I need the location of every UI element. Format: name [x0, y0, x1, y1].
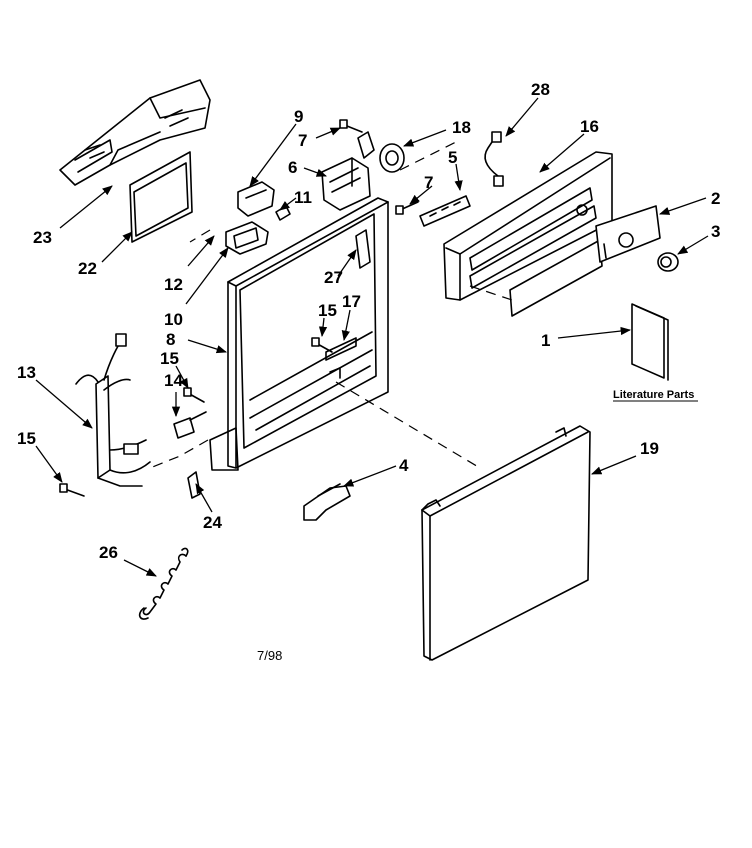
leader-lines — [35, 97, 709, 577]
screw-7-upper — [339, 119, 363, 133]
part-14-switch — [173, 411, 207, 439]
callout-10: 10 — [164, 310, 183, 329]
screw-7-lower — [395, 201, 419, 215]
part-8-door-frame — [209, 197, 389, 471]
literature-parts-label: Literature Parts — [613, 389, 694, 401]
callout-16: 16 — [580, 117, 599, 136]
part-2-panel-trim — [595, 205, 661, 263]
callout-4: 4 — [399, 456, 409, 475]
callout-7-upper: 7 — [298, 131, 307, 150]
part-26-spring — [138, 547, 189, 620]
part-10-latch-base — [225, 221, 269, 255]
callout-labels: 1 2 3 4 5 6 7 7 8 9 10 11 12 13 14 15 15… — [17, 80, 720, 562]
callout-15-left: 15 — [160, 349, 179, 368]
part-5-switch-strip — [419, 195, 471, 227]
callout-8: 8 — [166, 330, 175, 349]
callout-7-lower: 7 — [424, 173, 433, 192]
part-24-clip — [187, 471, 201, 499]
part-23-vent-assembly — [59, 79, 211, 186]
screw-15-bottom — [59, 483, 85, 497]
callout-23: 23 — [33, 228, 52, 247]
part-4-bracket — [303, 483, 351, 521]
callout-3: 3 — [711, 222, 720, 241]
callout-12: 12 — [164, 275, 183, 294]
part-9-latch — [237, 181, 275, 217]
part-17-bracket — [325, 337, 357, 361]
callout-19: 19 — [640, 439, 659, 458]
callout-6: 6 — [288, 158, 297, 177]
part-22-insulation-pad — [129, 151, 193, 243]
callout-15-bottom: 15 — [17, 429, 36, 448]
callout-26: 26 — [99, 543, 118, 562]
callout-17: 17 — [342, 292, 361, 311]
part-6-switch-housing — [321, 131, 375, 211]
callout-1: 1 — [541, 331, 550, 350]
alignment-lines — [149, 139, 513, 469]
part-18-dial — [379, 143, 405, 173]
callout-27: 27 — [324, 268, 343, 287]
callout-5: 5 — [448, 148, 457, 167]
callout-11: 11 — [294, 188, 312, 207]
part-1-literature — [631, 303, 669, 381]
callout-24: 24 — [203, 513, 222, 532]
callout-13: 13 — [17, 363, 36, 382]
part-28-harness — [484, 131, 504, 187]
callout-14: 14 — [164, 371, 183, 390]
callout-9: 9 — [294, 107, 303, 126]
callout-28: 28 — [531, 80, 550, 99]
screw-15-left — [183, 387, 205, 403]
callout-22: 22 — [78, 259, 97, 278]
part-13-wiring-harness — [75, 333, 151, 487]
part-3-knob — [657, 252, 679, 272]
part-19-door-panel — [421, 425, 591, 661]
part-27-strike — [355, 229, 371, 269]
date-code: 7/98 — [257, 648, 282, 663]
callout-2: 2 — [711, 189, 720, 208]
part-16-control-panel — [443, 151, 613, 317]
callout-15-middle: 15 — [318, 301, 337, 320]
callout-18: 18 — [452, 118, 471, 137]
